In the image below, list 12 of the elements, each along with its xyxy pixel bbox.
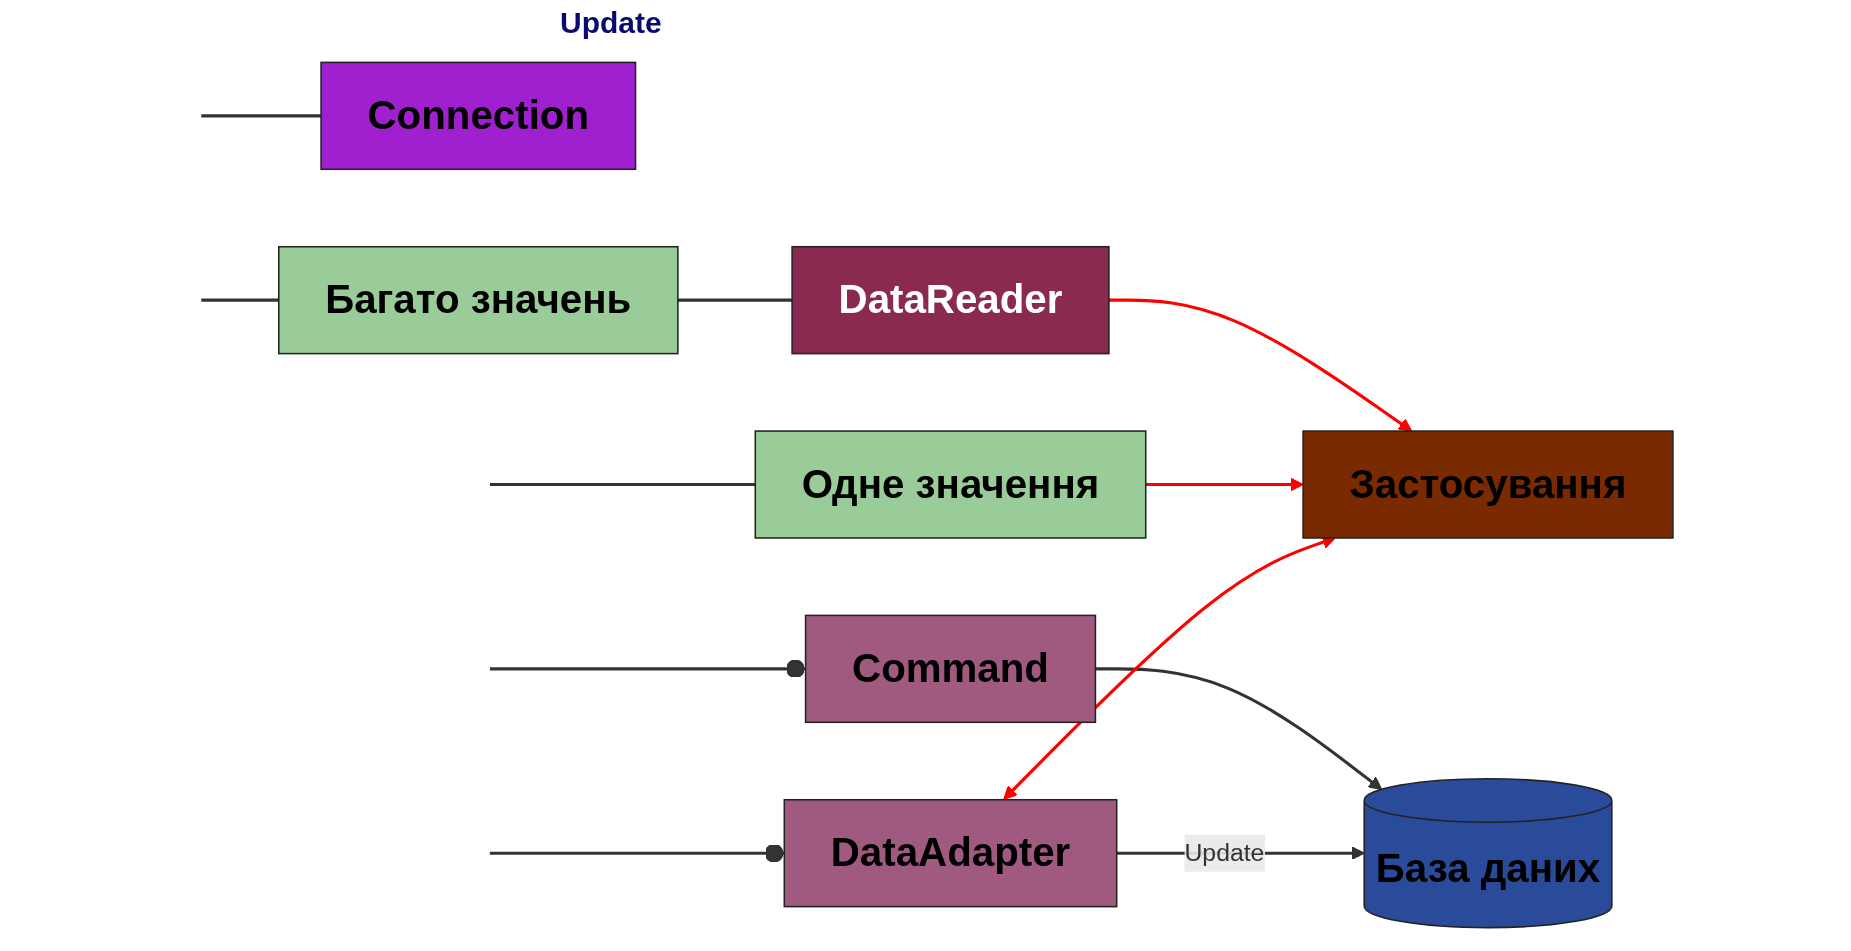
connector-arrow <box>1145 477 1304 492</box>
update-label: Update <box>560 6 662 39</box>
edge-label: Update <box>1184 839 1265 866</box>
node-box: Одне значення <box>754 430 1147 539</box>
connector-arrow <box>1095 667 1383 790</box>
node-box: Command <box>804 614 1097 724</box>
node-box: Застосування <box>1302 430 1674 539</box>
node-box: Connection <box>320 61 637 171</box>
node-box: DataAdapter <box>783 798 1118 908</box>
connector-arrow <box>1108 298 1413 432</box>
node-box: DataReader <box>791 245 1110 355</box>
node-box: Багато значень <box>278 245 679 355</box>
